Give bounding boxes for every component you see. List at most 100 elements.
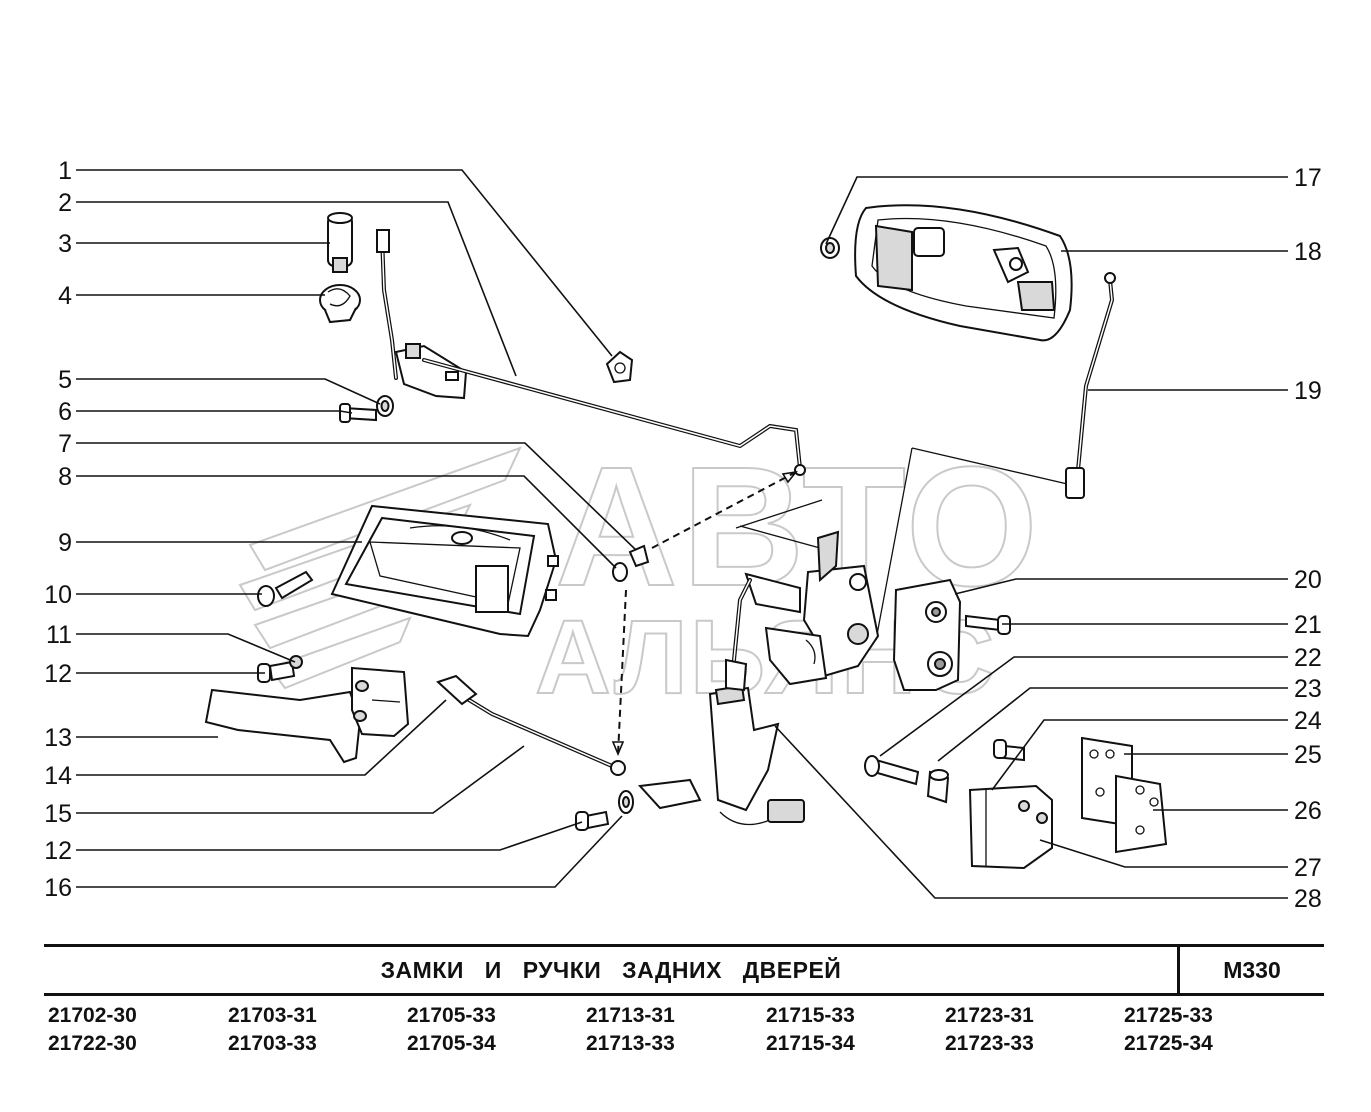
callout-1: 1 <box>58 157 613 357</box>
callout-8: 8 <box>58 463 617 569</box>
callout-12: 12 <box>44 660 265 688</box>
callout-24: 24 <box>991 707 1322 791</box>
callout-number: 23 <box>1294 675 1322 703</box>
leader-line <box>76 201 517 377</box>
callout-15: 15 <box>44 745 525 828</box>
page-title: ЗАМКИ И РУЧКИ ЗАДНИХ ДВЕРЕЙ <box>380 957 842 983</box>
callout-number: 17 <box>1294 164 1322 192</box>
part-screw-12a <box>257 655 303 683</box>
leader-line <box>76 633 296 663</box>
part-clip <box>319 284 361 324</box>
model-column: 21713-31 21713-33 <box>586 1002 756 1058</box>
callout-number: 16 <box>44 874 72 902</box>
callout-number: 7 <box>58 430 72 458</box>
callout-number: 2 <box>58 189 72 217</box>
callout-19: 19 <box>1088 377 1322 405</box>
callout-number: 3 <box>58 230 72 258</box>
callout-11: 11 <box>46 621 296 663</box>
model-code: 21705-34 <box>407 1032 496 1055</box>
model-code: 21705-33 <box>407 1004 496 1027</box>
callout-number: 18 <box>1294 238 1322 266</box>
leader-line <box>879 656 1288 757</box>
callout-number: 9 <box>58 529 72 557</box>
callout-number: 13 <box>44 724 72 752</box>
callout-16: 16 <box>44 815 623 902</box>
leader-line <box>76 475 617 569</box>
leader-line <box>825 176 1288 245</box>
callout-3: 3 <box>58 230 330 258</box>
assembly-lines <box>611 447 1077 757</box>
leader-line <box>76 815 623 888</box>
part-lock-mechanism <box>744 530 880 686</box>
part-nut-17 <box>820 237 840 259</box>
part-rod-clip <box>605 350 634 384</box>
callout-2: 2 <box>58 189 517 377</box>
part-outer-handle <box>854 204 1073 342</box>
part-bushing <box>327 212 353 273</box>
callout-21: 21 <box>1002 611 1322 639</box>
callout-number: 27 <box>1294 854 1322 882</box>
leader-line <box>76 169 613 357</box>
model-code: 21703-33 <box>228 1032 317 1055</box>
callout-6: 6 <box>58 398 353 426</box>
callout-number: 21 <box>1294 611 1322 639</box>
part-bolt-22 <box>864 755 920 786</box>
callout-9: 9 <box>58 529 362 557</box>
callout-number: 19 <box>1294 377 1322 405</box>
callout-number: 8 <box>58 463 72 491</box>
callout-number: 5 <box>58 366 72 394</box>
callout-number: 22 <box>1294 644 1322 672</box>
page-code: М330 <box>1177 947 1324 993</box>
callout-22: 22 <box>879 644 1322 757</box>
model-code: 21722-30 <box>48 1032 137 1055</box>
parts-diagram: АВТО АЛЬЯНС <box>44 157 1322 913</box>
callout-number: 12 <box>44 660 72 688</box>
model-code: 21723-31 <box>945 1004 1034 1027</box>
leader-line <box>991 719 1288 791</box>
callout-number: 28 <box>1294 885 1322 913</box>
callout-number: 14 <box>44 762 72 790</box>
part-lock-washer-16 <box>618 790 634 814</box>
leader-line <box>774 725 1288 899</box>
part-lock-button-rod <box>376 229 468 400</box>
callout-number: 11 <box>46 621 72 649</box>
callout-23: 23 <box>937 675 1322 762</box>
callout-25: 25 <box>1124 741 1322 769</box>
model-code: 21713-31 <box>586 1004 675 1027</box>
callout-28: 28 <box>774 725 1322 913</box>
callout-number: 10 <box>44 581 72 609</box>
part-rod-end-clip <box>612 544 650 582</box>
parts <box>204 204 1168 870</box>
callout-number: 20 <box>1294 566 1322 594</box>
part-actuator <box>637 578 805 826</box>
part-bolt-10 <box>257 570 314 607</box>
callout-4: 4 <box>58 282 325 310</box>
callout-number: 15 <box>44 800 72 828</box>
model-column: 21705-33 21705-34 <box>407 1002 577 1058</box>
callout-number: 25 <box>1294 741 1322 769</box>
callout-18: 18 <box>1061 238 1322 266</box>
callout-5: 5 <box>58 366 381 405</box>
part-screw-12b <box>575 810 610 831</box>
callout-number: 24 <box>1294 707 1322 735</box>
model-code: 21715-33 <box>766 1004 855 1027</box>
model-code: 21703-31 <box>228 1004 317 1027</box>
title-block: ЗАМКИ И РУЧКИ ЗАДНИХ ДВЕРЕЙ М330 <box>44 944 1324 996</box>
part-handle-housing <box>330 504 559 638</box>
leader-line <box>76 378 381 405</box>
leader-line <box>937 687 1288 762</box>
leader-line <box>76 410 353 414</box>
model-code: 21713-33 <box>586 1032 675 1055</box>
callout-14: 14 <box>44 699 447 790</box>
part-latch-housing <box>892 578 962 691</box>
part-washer <box>376 395 394 417</box>
callout-13: 13 <box>44 724 218 752</box>
part-screw-24 <box>993 739 1025 762</box>
part-spacer-23 <box>926 769 950 804</box>
